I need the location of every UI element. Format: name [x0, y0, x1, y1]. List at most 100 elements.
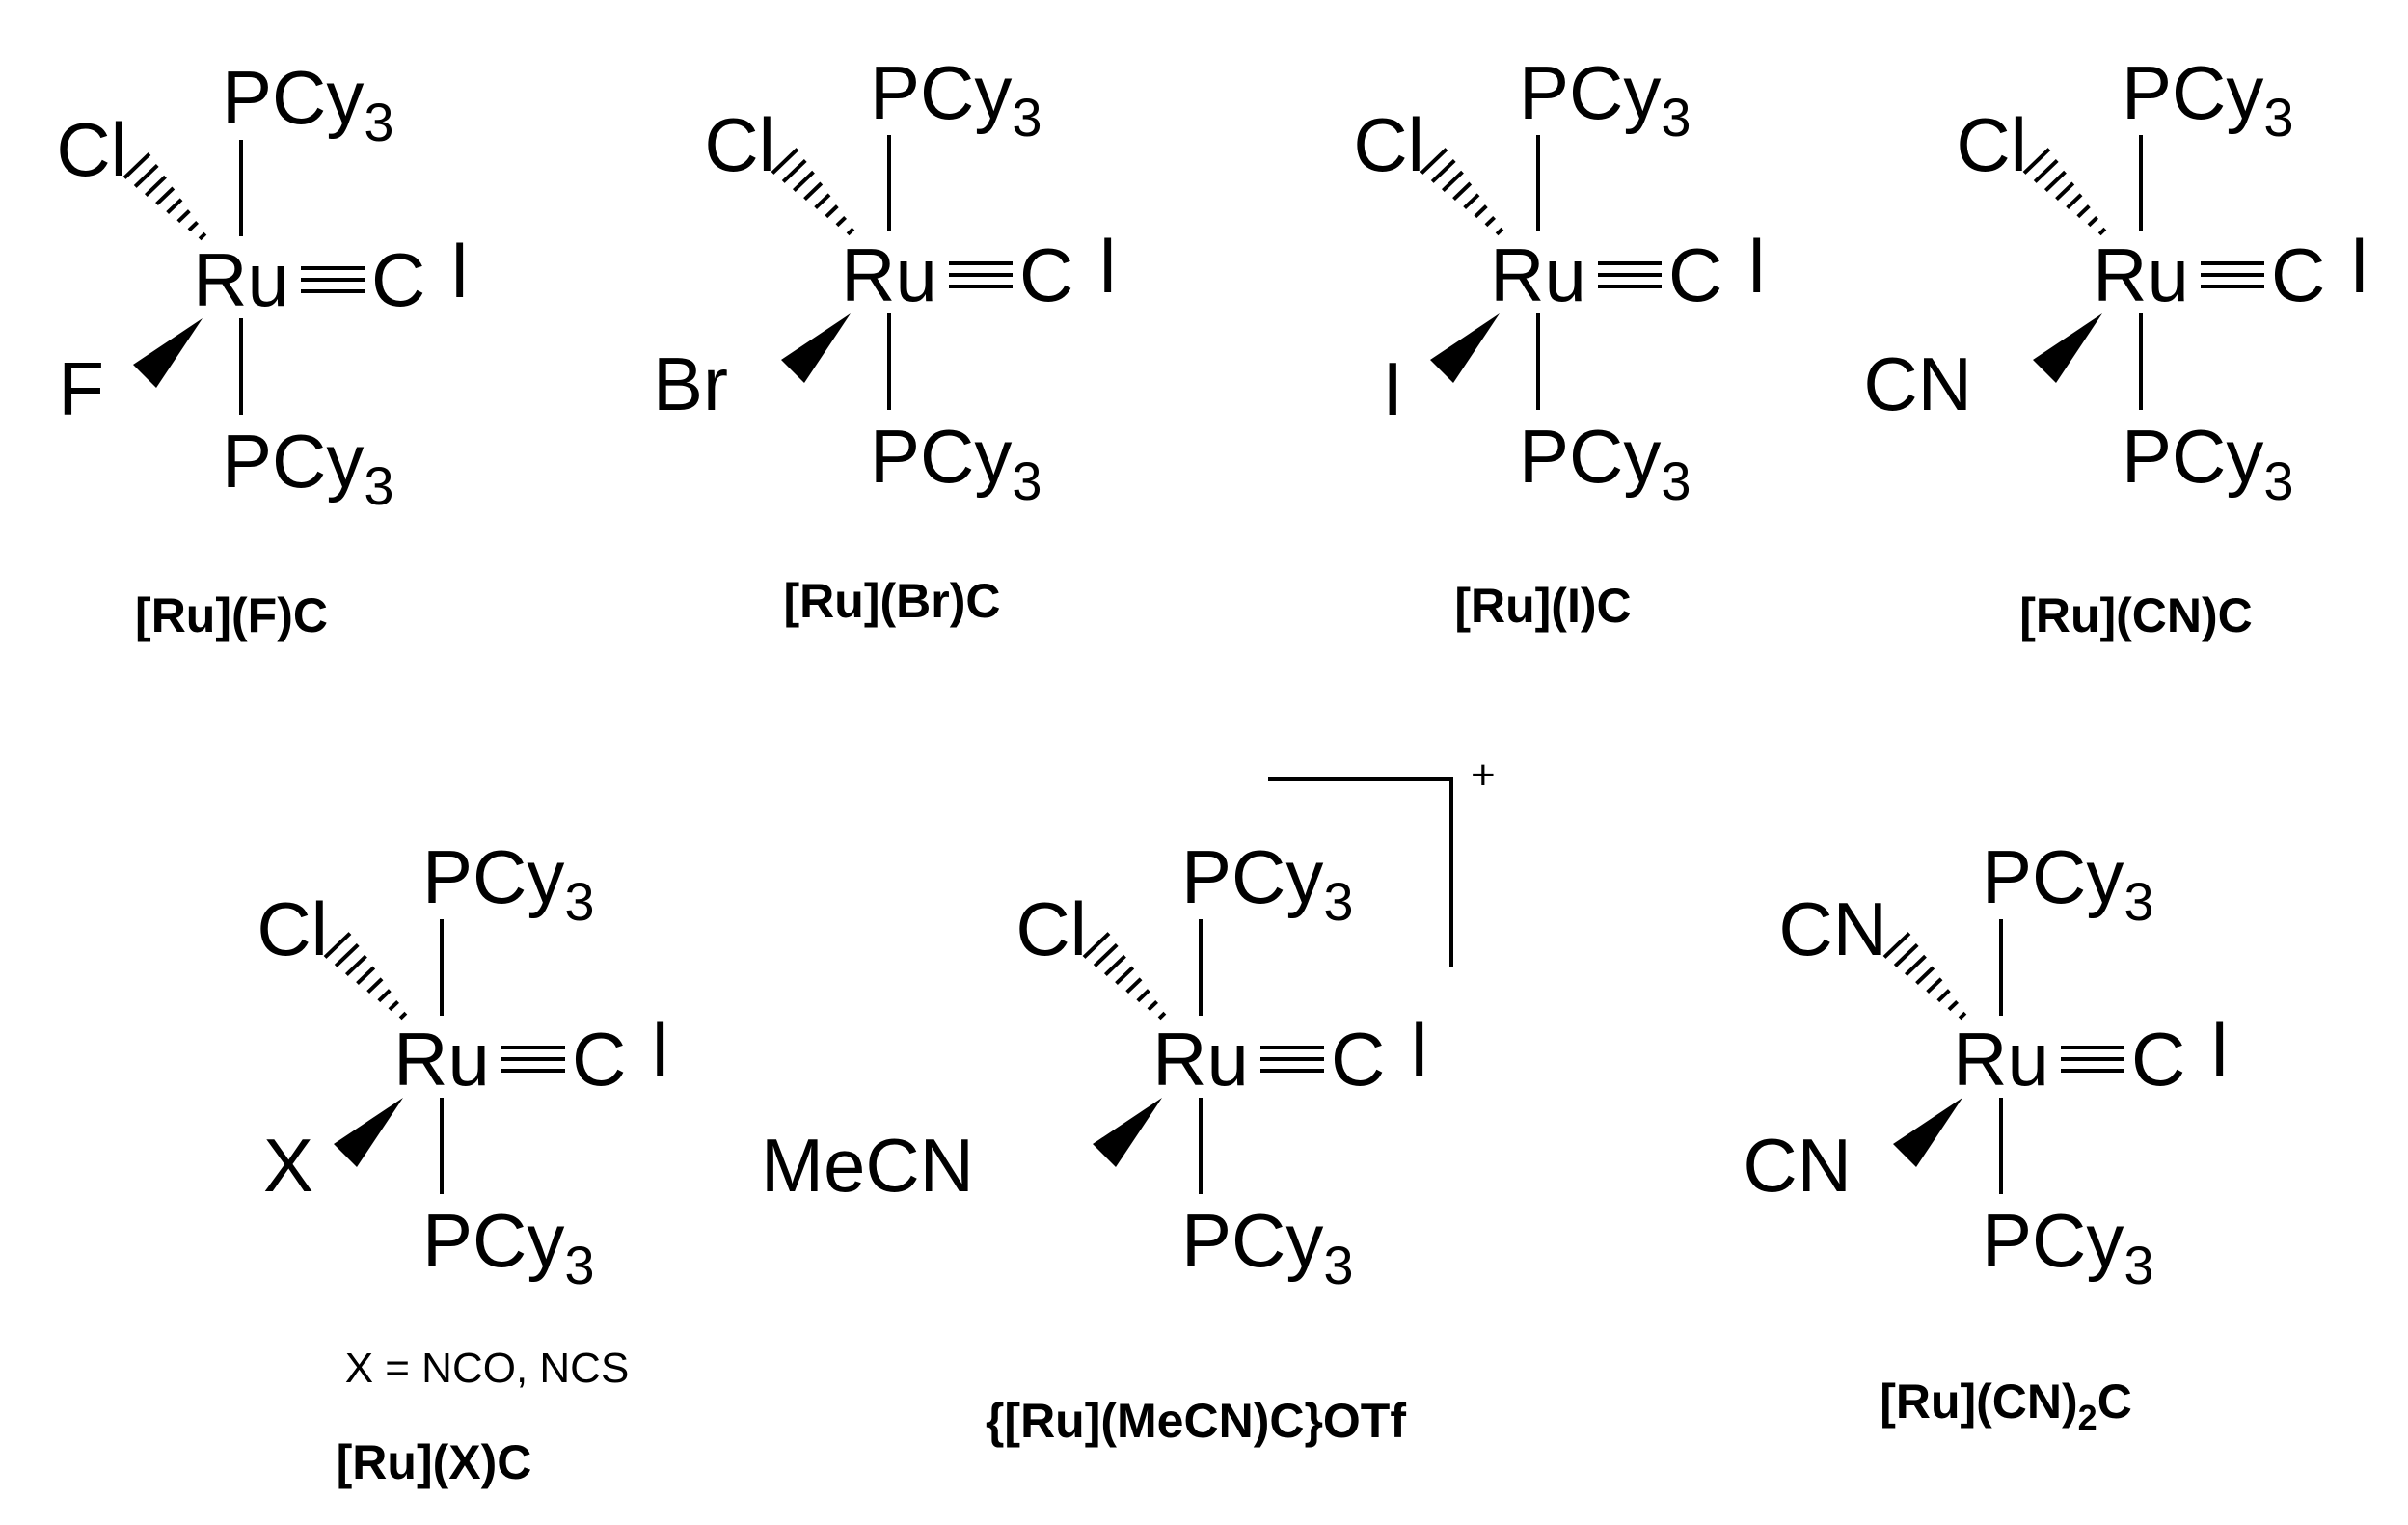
metal-atom: Ru: [1953, 1017, 2049, 1102]
hash-mark: [356, 966, 376, 986]
hashed-ligand: Cl: [704, 102, 775, 187]
compound-caption: [Ru](X)C: [337, 1435, 532, 1489]
wedge-bond: [133, 318, 203, 388]
hash-mark: [1136, 989, 1150, 1003]
hash-mark: [1420, 148, 1448, 175]
hash-mark: [803, 181, 824, 202]
hash-mark: [1926, 977, 1943, 994]
hash-mark: [825, 204, 839, 219]
hash-mark: [2087, 215, 2098, 228]
hash-mark: [771, 148, 799, 175]
charge-bracket: [1268, 777, 1453, 967]
hash-mark: [1125, 977, 1143, 994]
phosphine-top-label: PCy3: [1519, 50, 1691, 148]
hash-mark: [781, 158, 807, 183]
carbide-lone-pair: l: [2351, 224, 2367, 309]
hash-mark: [1441, 170, 1464, 192]
hash-mark: [198, 231, 207, 241]
hashed-bond: [771, 148, 855, 236]
hash-mark: [1947, 999, 1959, 1012]
hash-mark: [2043, 170, 2067, 192]
hashed-ligand: Cl: [1956, 102, 2027, 187]
wedge-bond: [334, 1098, 403, 1167]
hashed-ligand: Cl: [1015, 886, 1087, 971]
carbide-lone-pair: l: [2211, 1008, 2228, 1093]
hash-mark: [1495, 227, 1504, 236]
hash-mark: [133, 163, 159, 188]
phosphine-top-label: PCy3: [870, 50, 1042, 148]
charge-sign: +: [1471, 751, 1496, 799]
carbide-lone-pair: l: [1748, 224, 1765, 309]
phosphine-top-label: PCy3: [2122, 50, 2294, 148]
carbide-carbon: C: [2131, 1017, 2185, 1102]
hashed-bond: [1420, 148, 1504, 236]
hashed-ligand: CN: [1778, 886, 1887, 971]
hashed-bond: [1882, 932, 1967, 1021]
carbide-lone-pair: l: [1411, 1008, 1427, 1093]
hash-mark: [1452, 181, 1473, 202]
hash-mark: [2033, 158, 2059, 183]
hash-mark: [377, 989, 392, 1003]
carbide-carbon: C: [371, 237, 425, 322]
metal-atom: Ru: [193, 237, 289, 322]
hash-mark: [1082, 932, 1111, 959]
hash-mark: [2076, 204, 2091, 219]
metal-atom: Ru: [2093, 232, 2189, 317]
carbide-carbon: C: [2271, 232, 2325, 317]
hash-mark: [1893, 942, 1919, 967]
phosphine-top-label: PCy3: [1982, 834, 2154, 932]
hash-mark: [1103, 954, 1126, 976]
hash-mark: [1958, 1011, 1967, 1021]
metal-atom: Ru: [841, 232, 937, 317]
metal-atom: Ru: [1152, 1017, 1249, 1102]
substituent-note: X = NCO, NCS: [345, 1345, 630, 1392]
metal-atom: Ru: [393, 1017, 490, 1102]
phosphine-top-label: PCy3: [1181, 834, 1354, 932]
hashed-bond: [122, 152, 207, 241]
hash-mark: [366, 977, 384, 994]
wedge-bond: [2033, 313, 2102, 383]
compound-caption: [Ru](I)C: [1454, 579, 1631, 633]
phosphine-bottom-label: PCy3: [422, 1198, 595, 1295]
hash-mark: [344, 954, 367, 976]
wedge-ligand: Br: [653, 341, 728, 426]
hash-mark: [1936, 989, 1951, 1003]
hash-mark: [1093, 942, 1119, 967]
hash-mark: [2022, 148, 2051, 175]
hash-mark: [1915, 966, 1935, 986]
hash-mark: [323, 932, 352, 959]
hash-mark: [122, 152, 151, 179]
hash-mark: [144, 175, 167, 197]
wedge-ligand: I: [1382, 346, 1403, 431]
hash-mark: [187, 220, 199, 232]
hash-mark: [2097, 227, 2107, 236]
wedge-bond: [1430, 313, 1500, 383]
hash-mark: [398, 1011, 408, 1021]
hash-mark: [176, 209, 191, 224]
wedge-ligand: CN: [1863, 341, 1972, 426]
wedge-bond: [1893, 1098, 1962, 1167]
carbide-carbon: C: [1019, 232, 1073, 317]
carbide-lone-pair: l: [451, 229, 468, 313]
metal-atom: Ru: [1490, 232, 1586, 317]
wedge-bond: [781, 313, 851, 383]
hash-mark: [388, 999, 399, 1012]
wedge-ligand: CN: [1743, 1123, 1852, 1208]
phosphine-bottom-label: PCy3: [222, 419, 394, 516]
hash-mark: [1463, 193, 1480, 210]
phosphine-bottom-label: PCy3: [1982, 1198, 2154, 1295]
compound-caption: [Ru](F)C: [135, 588, 328, 642]
phosphine-bottom-label: PCy3: [1519, 414, 1691, 511]
hash-mark: [1474, 204, 1488, 219]
carbide-carbon: C: [1668, 232, 1722, 317]
phosphine-bottom-label: PCy3: [2122, 414, 2294, 511]
hash-mark: [1157, 1011, 1167, 1021]
hash-mark: [1430, 158, 1456, 183]
carbide-carbon: C: [1331, 1017, 1385, 1102]
